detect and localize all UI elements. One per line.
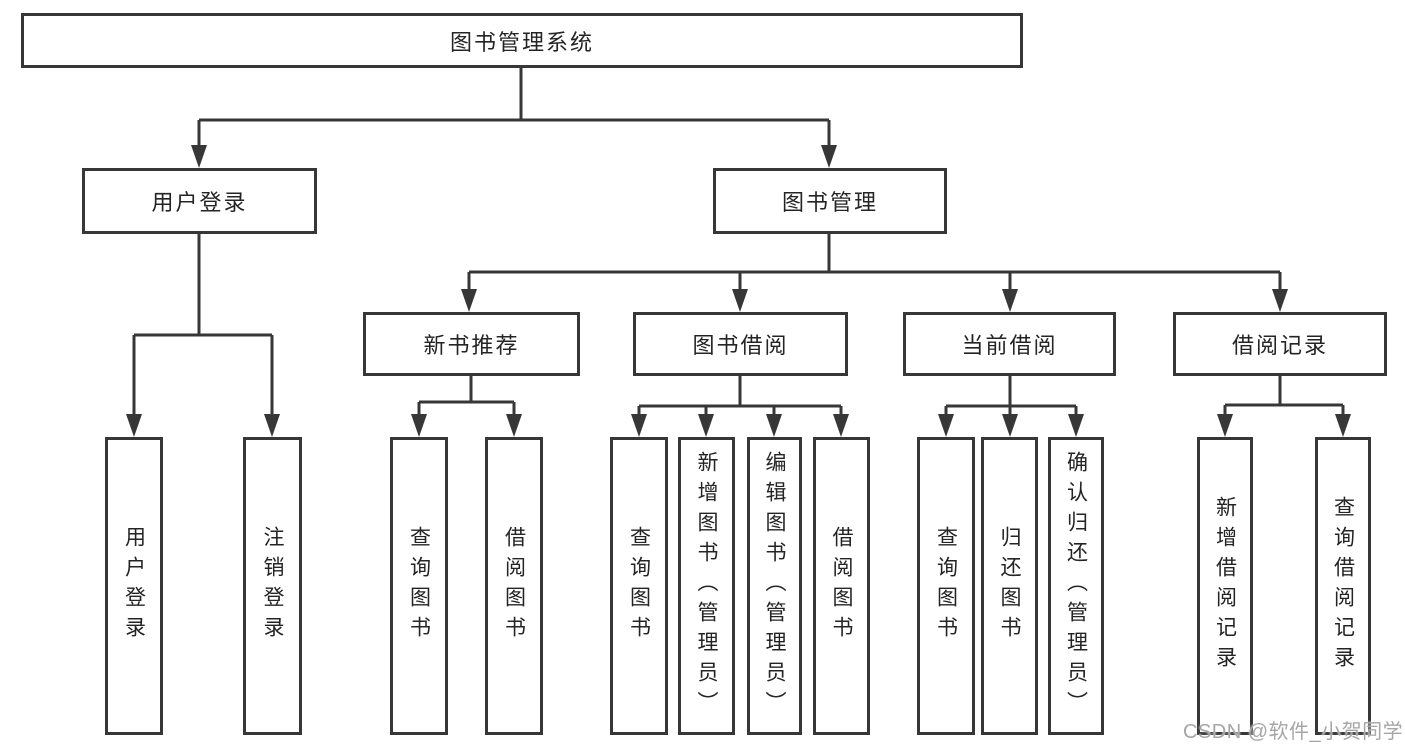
leaf-label: 查询图书: [627, 526, 651, 646]
leaf-query-books-current: 查询图书: [917, 437, 975, 735]
leaf-label: 查询图书: [407, 526, 431, 646]
node-book-management: 图书管理: [713, 168, 947, 234]
leaf-label: 查询图书: [934, 526, 958, 646]
leaf-borrow-books-recommend: 借阅图书: [485, 437, 543, 735]
leaf-add-book-admin: 新增图书（管理员）: [678, 437, 735, 735]
leaf-label: 查询借阅记录: [1331, 496, 1355, 676]
leaf-query-borrow-record: 查询借阅记录: [1315, 437, 1371, 735]
leaf-logout: 注销登录: [243, 437, 302, 735]
leaf-borrow-books-borrowing: 借阅图书: [813, 437, 870, 735]
node-current-borrowing: 当前借阅: [903, 312, 1116, 376]
leaf-label: 归还图书: [998, 526, 1021, 646]
leaf-return-book: 归还图书: [981, 437, 1038, 735]
leaf-label: 借阅图书: [830, 526, 853, 646]
leaf-edit-book-admin: 编辑图书（管理员）: [747, 437, 802, 735]
csdn-watermark: CSDN @软件_小贺同学: [1183, 721, 1404, 743]
leaf-add-borrow-record: 新增借阅记录: [1197, 437, 1253, 735]
leaf-query-books-borrowing: 查询图书: [610, 437, 668, 735]
node-borrowing-records: 借阅记录: [1173, 312, 1387, 376]
node-user-login: 用户登录: [82, 168, 317, 234]
leaf-label: 借阅图书: [502, 526, 526, 646]
leaf-label: 确认归还（管理员）: [1064, 451, 1088, 721]
node-library-management-system: 图书管理系统: [21, 13, 1023, 68]
leaf-user-login: 用户登录: [105, 437, 163, 735]
leaf-label: 新增图书（管理员）: [695, 451, 718, 721]
leaf-label: 注销登录: [261, 526, 284, 646]
leaf-query-books-recommend: 查询图书: [390, 437, 448, 735]
leaf-label: 编辑图书（管理员）: [763, 451, 786, 721]
node-book-borrowing: 图书借阅: [633, 312, 848, 376]
leaf-label: 用户登录: [122, 526, 146, 646]
node-new-book-recommendation: 新书推荐: [363, 312, 580, 376]
leaf-label: 新增借阅记录: [1213, 496, 1237, 676]
leaf-confirm-return-admin: 确认归还（管理员）: [1048, 437, 1104, 735]
